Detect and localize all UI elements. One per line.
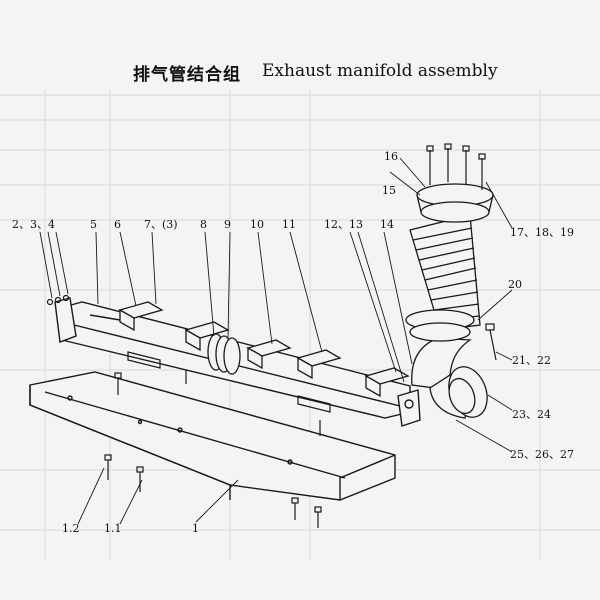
callout-5: 5: [90, 218, 97, 231]
callout-9: 9: [224, 218, 231, 231]
callout-8: 8: [200, 218, 207, 231]
shield-bolts: [104, 372, 322, 528]
callout-7: 7、(3): [144, 218, 178, 231]
callout-2-3-4: 2、3、4: [12, 218, 55, 231]
title-chinese: 排气管结合组: [133, 65, 241, 85]
end-bolts: [46, 294, 70, 306]
top-studs: [426, 143, 486, 190]
callout-labels: 2、3、4 5 6 7、(3) 8 9 10 11 12、13 14 15 16…: [12, 150, 574, 535]
callout-20: 20: [508, 278, 522, 291]
callout-11: 11: [282, 218, 296, 231]
callout-6: 6: [114, 218, 121, 231]
callout-15: 15: [382, 184, 396, 197]
port-flanges: [118, 301, 410, 398]
callout-1: 1: [192, 522, 199, 535]
lower-brackets: [127, 351, 331, 436]
callout-12-13: 12、13: [324, 218, 363, 231]
callout-23-24: 23、24: [512, 408, 551, 421]
callout-1-1: 1.1: [104, 522, 122, 535]
callout-14: 14: [380, 218, 394, 231]
callout-21-22: 21、22: [512, 354, 551, 367]
callout-1-2: 1.2: [62, 522, 80, 535]
callout-10: 10: [250, 218, 264, 231]
leader-lines: [39, 157, 513, 525]
title-english: Exhaust manifold assembly: [262, 61, 498, 81]
side-clamp: [485, 323, 497, 361]
callout-16: 16: [384, 150, 398, 163]
heat-shield: [29, 371, 396, 501]
callout-17-18-19: 17、18、19: [510, 226, 574, 239]
bellows-coupling: [207, 333, 241, 375]
callout-25-26-27: 25、26、27: [510, 448, 574, 461]
